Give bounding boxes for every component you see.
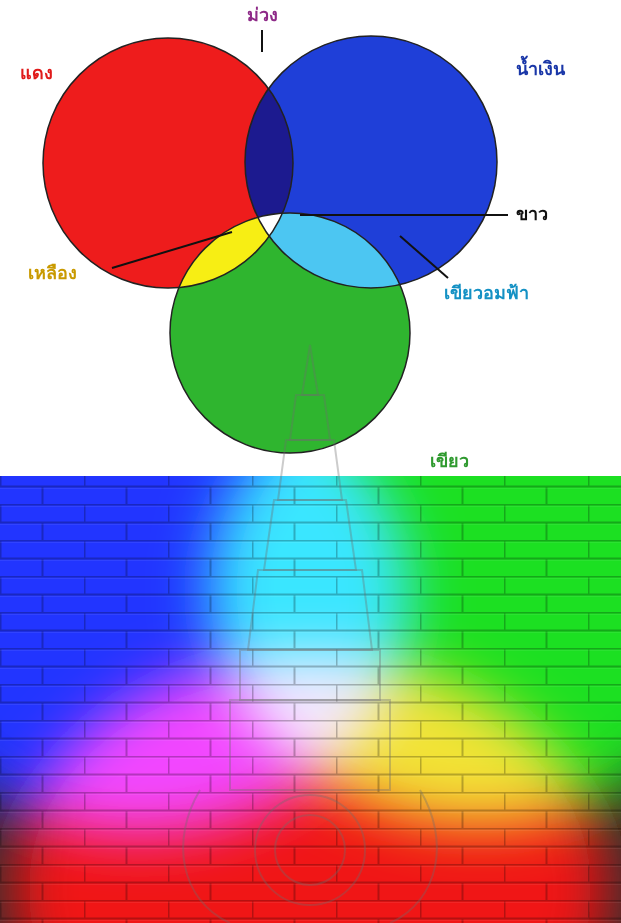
color-label: เขียว — [430, 450, 469, 472]
yellow-overlap — [170, 213, 410, 453]
green-circle — [170, 213, 410, 453]
color-label: เหลือง — [28, 262, 77, 284]
color-label: แดง — [20, 62, 53, 84]
color-label: น้ำเงิน — [516, 58, 565, 80]
venn-circles — [43, 36, 497, 453]
color-label: ม่วง — [247, 4, 278, 26]
leader-lines — [112, 30, 508, 278]
white-overlap — [170, 213, 410, 453]
cyan-overlap — [170, 213, 410, 453]
color-label: เขียวอมฟ้า — [444, 282, 529, 304]
light-photo — [0, 476, 621, 923]
watermark-emblem — [183, 345, 437, 923]
color-label: ขาว — [516, 203, 548, 225]
